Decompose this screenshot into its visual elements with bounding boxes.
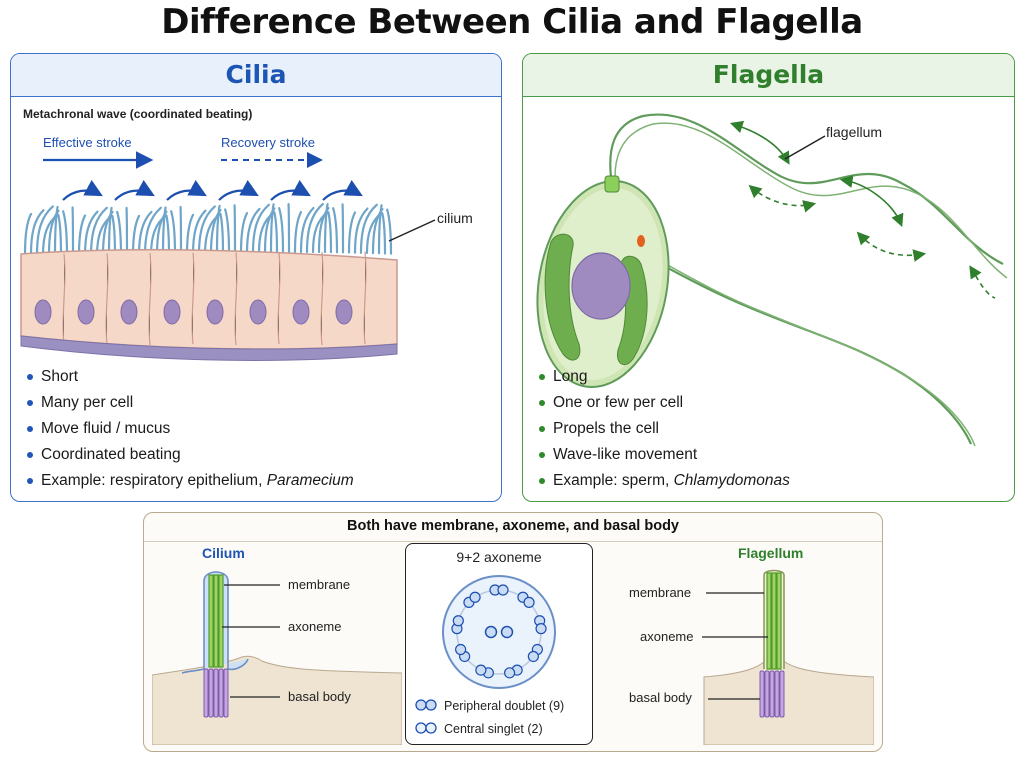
wave-arrow bbox=[62, 179, 103, 201]
metachronal-wave-label: Metachronal wave (coordinated beating) bbox=[23, 107, 253, 121]
wave-arrows bbox=[62, 179, 363, 201]
wave-arrow bbox=[270, 179, 311, 201]
cilium-basal-body-label: basal body bbox=[288, 689, 351, 704]
comparison-title: Both have membrane, axoneme, and basal b… bbox=[347, 518, 679, 534]
flagella-bullet-item: One or few per cell bbox=[533, 392, 790, 418]
cilium-callout-label: cilium bbox=[437, 210, 473, 226]
cell-nucleus bbox=[571, 252, 631, 320]
cilia-bullet-example: Example: respiratory epithelium, Paramec… bbox=[21, 470, 354, 496]
cilium-structure-diagram bbox=[152, 571, 402, 745]
effective-stroke-label: Effective stroke bbox=[43, 135, 132, 150]
flagellum-callout-line bbox=[784, 135, 826, 160]
cilia-bullet-item: Many per cell bbox=[21, 392, 354, 418]
wave-arrow bbox=[166, 179, 207, 201]
flagella-bullet-item: Propels the cell bbox=[533, 418, 790, 444]
axoneme-cross-section-box: 9+2 axoneme Peripheral doublet (9) Centr… bbox=[405, 543, 593, 745]
wave-arrow bbox=[322, 179, 363, 201]
cilium-membrane-label: membrane bbox=[288, 577, 351, 592]
axoneme-box-title: 9+2 axoneme bbox=[456, 549, 542, 565]
flagellum-basal-body-label: basal body bbox=[629, 690, 692, 705]
flagella-heading: Flagella bbox=[523, 54, 1014, 97]
flagellum-axoneme-label: axoneme bbox=[640, 629, 694, 644]
wave-arrow bbox=[114, 179, 155, 201]
cilia-bullet-item: Move fluid / mucus bbox=[21, 418, 354, 444]
page-title: Difference Between Cilia and Flagella bbox=[161, 2, 863, 42]
eyespot bbox=[637, 235, 645, 247]
cilia-panel: Cilia Metachronal wave (coordinated beat… bbox=[10, 53, 502, 502]
recovery-stroke-label: Recovery stroke bbox=[221, 135, 315, 150]
comparison-divider bbox=[144, 541, 882, 542]
legend-central-singlet: Central singlet (2) bbox=[444, 722, 543, 736]
flagella-panel: Flagella bbox=[522, 53, 1015, 502]
flagellum-structure-title: Flagellum bbox=[738, 545, 804, 561]
flagella-bullet-example: Example: sperm, Chlamydomonas bbox=[533, 470, 790, 496]
flagellum-callout-label: flagellum bbox=[826, 124, 883, 140]
flagellum-membrane-label: membrane bbox=[629, 585, 692, 600]
cilia-bullet-list: Short Many per cell Move fluid / mucus C… bbox=[21, 366, 354, 496]
flagella-bullet-item: Long bbox=[533, 366, 790, 392]
flagella-bullet-item: Wave-like movement bbox=[533, 444, 790, 470]
ciliated-epithelium-illustration bbox=[20, 151, 436, 361]
comparison-panel: Both have membrane, axoneme, and basal b… bbox=[143, 512, 883, 752]
cilium-axoneme-label: axoneme bbox=[288, 619, 342, 634]
flagellum-strand bbox=[609, 113, 1004, 265]
flagellum-structure-diagram bbox=[702, 569, 874, 745]
cilium-callout-line bbox=[388, 219, 436, 242]
legend-peripheral-doublet: Peripheral doublet (9) bbox=[444, 699, 565, 713]
cilia-heading: Cilia bbox=[11, 54, 501, 97]
flagella-bullet-list: Long One or few per cell Propels the cel… bbox=[533, 366, 790, 496]
cilia-tufts bbox=[23, 202, 393, 258]
cilia-bullet-item: Coordinated beating bbox=[21, 444, 354, 470]
flagellated-cell-illustration bbox=[536, 113, 1008, 447]
cilia-bullet-item: Short bbox=[21, 366, 354, 392]
cilium-structure-title: Cilium bbox=[202, 545, 245, 561]
wave-arrow bbox=[218, 179, 259, 201]
